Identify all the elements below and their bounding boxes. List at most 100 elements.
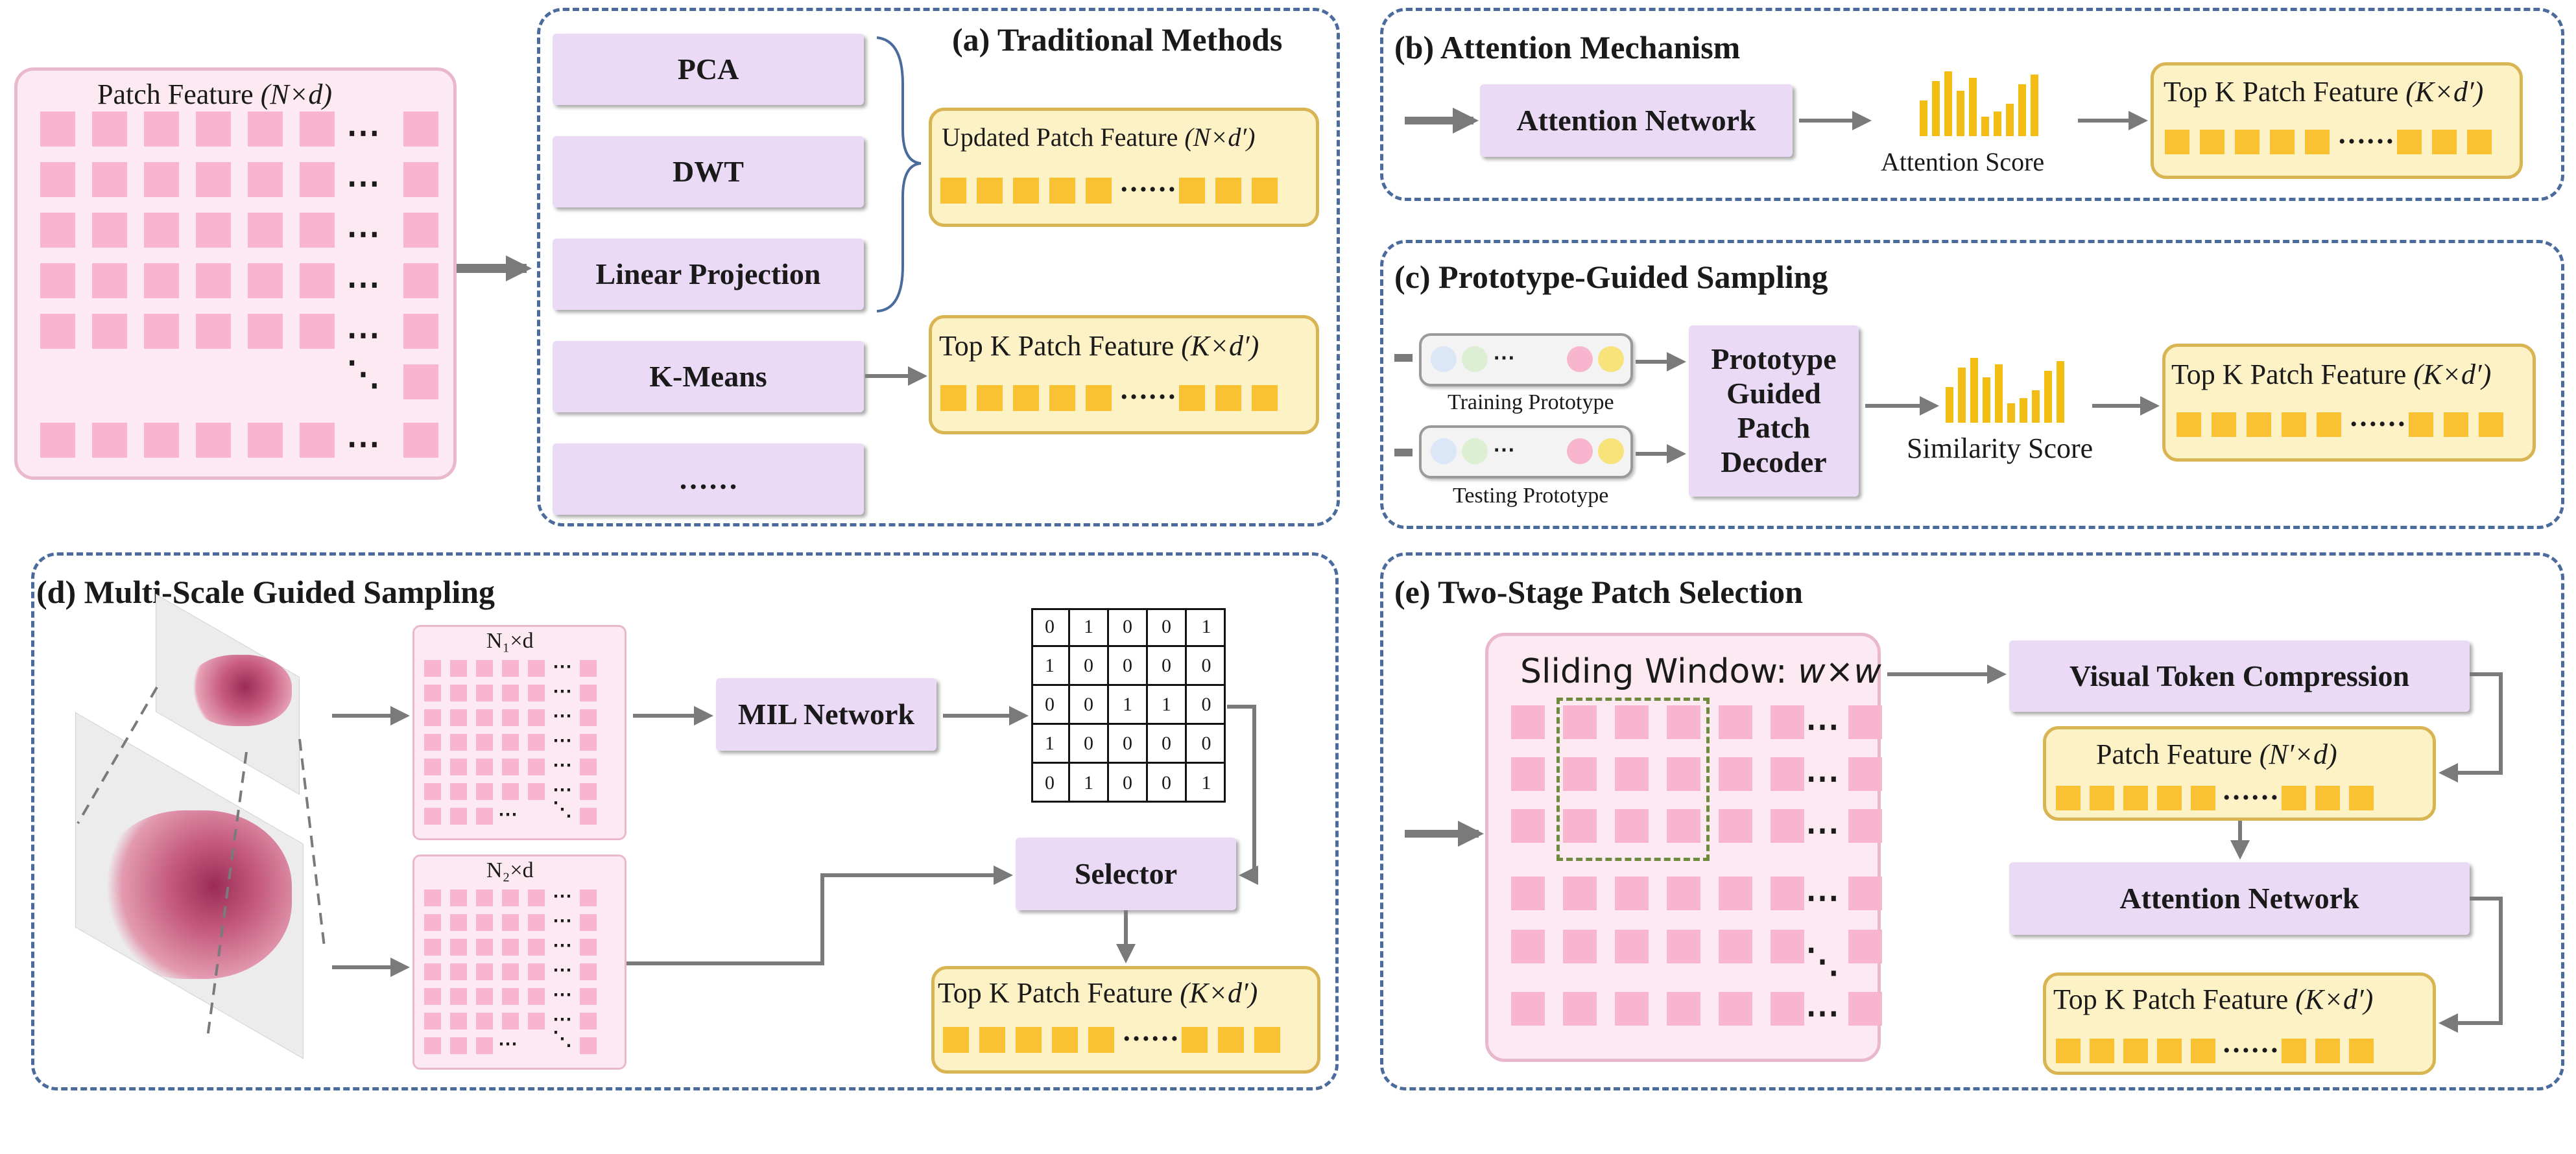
similarity-topk-dims: (K×d′) xyxy=(2413,359,2492,390)
patch-square xyxy=(1511,757,1545,791)
grid-ellipsis: ⋯ xyxy=(346,165,380,202)
prototype-circle xyxy=(1462,438,1488,464)
method-kmeans: K-Means xyxy=(553,341,864,412)
patch-square xyxy=(528,783,545,800)
feature-square xyxy=(1013,178,1039,204)
feature-square xyxy=(2176,412,2201,437)
attention-topk-title: Top K Patch Feature (K×d′) xyxy=(2164,78,2483,106)
feature-square xyxy=(2315,786,2340,810)
patch-square xyxy=(248,162,283,197)
patch-square xyxy=(1771,757,1804,791)
patch-square xyxy=(1848,705,1882,739)
panel-two-stage-patch-selection xyxy=(1380,552,2564,1090)
patch-square xyxy=(196,423,231,458)
patch-square xyxy=(528,759,545,775)
score-bar xyxy=(2007,403,2015,423)
patch-square xyxy=(580,1013,597,1030)
feature-square xyxy=(1016,1027,1042,1053)
patch-square xyxy=(476,988,493,1005)
feature-square xyxy=(2305,130,2330,154)
patch-square xyxy=(580,685,597,701)
score-bar xyxy=(2018,84,2026,136)
patch-square xyxy=(476,660,493,677)
patch-square xyxy=(248,112,283,147)
patch-square xyxy=(476,808,493,825)
feature-square xyxy=(1215,385,1241,411)
feature-ellipsis: …… xyxy=(2349,400,2406,432)
feature-ellipsis: …… xyxy=(1122,1015,1179,1047)
arrow-d-matrix-to-selector xyxy=(1227,705,1258,885)
patch-square xyxy=(476,783,493,800)
patch-square xyxy=(1719,992,1752,1026)
patch-square xyxy=(450,939,467,956)
updated-patch-feature xyxy=(929,108,1319,227)
matrix-cell: 0 xyxy=(1148,725,1187,764)
method-pca: PCA xyxy=(553,34,864,105)
patch-square xyxy=(1771,877,1804,910)
feature-square xyxy=(977,178,1003,204)
feature-square xyxy=(2200,130,2224,154)
patch-square xyxy=(502,660,519,677)
feature-square xyxy=(2315,1039,2340,1063)
matrix-cell: 0 xyxy=(1109,764,1148,803)
patch-square xyxy=(403,364,438,399)
feature-square xyxy=(2397,130,2422,154)
patch-square xyxy=(580,889,597,906)
patch-square xyxy=(144,263,179,298)
patch-square xyxy=(1563,992,1597,1026)
patch-square xyxy=(580,939,597,956)
patch-square xyxy=(300,162,335,197)
prototype-guided-patch-decoder: Prototype Guided Patch Decoder xyxy=(1689,325,1859,497)
patch-square xyxy=(403,213,438,248)
score-bar xyxy=(2006,104,2014,136)
patch-square xyxy=(92,314,127,349)
feature-square xyxy=(2123,1039,2148,1063)
feature-ellipsis: …… xyxy=(1119,373,1176,405)
patch-square xyxy=(424,889,441,906)
multiscale-topk-title: Top K Patch Feature (K×d′) xyxy=(938,979,1258,1007)
patch-square xyxy=(528,889,545,906)
patch-square xyxy=(144,423,179,458)
patch-square xyxy=(1848,992,1882,1026)
prototype-circle xyxy=(1567,438,1593,464)
feature-ellipsis: …… xyxy=(2337,117,2394,150)
panel-c-title: (c) Prototype-Guided Sampling xyxy=(1394,259,1828,295)
prototype-circle xyxy=(1431,438,1457,464)
patch-square xyxy=(450,660,467,677)
patch-square xyxy=(144,213,179,248)
patch-square xyxy=(1511,877,1545,910)
feature-square xyxy=(2317,412,2341,437)
score-bar xyxy=(1957,91,1964,136)
patch-feature-dims: (N×d) xyxy=(260,78,333,110)
slide-dash-1 xyxy=(77,686,158,825)
updated-patch-dims: (N×d′) xyxy=(1184,123,1256,152)
patch-square xyxy=(502,963,519,980)
sliding-window-highlight xyxy=(1556,698,1710,861)
prototype-circle xyxy=(1431,346,1457,372)
wsi-large-tissue xyxy=(97,810,292,979)
multiscale-topk-dims: (K×d′) xyxy=(1180,977,1258,1009)
grid-diag-dots: ⋱ xyxy=(553,799,572,820)
matrix-cell: 0 xyxy=(1148,608,1187,647)
two-stage-topk-dims: (K×d′) xyxy=(2295,983,2374,1015)
feature-square xyxy=(2349,1039,2374,1063)
grid-ellipsis: ⋯ xyxy=(553,656,572,677)
patch-square xyxy=(528,939,545,956)
patch-square xyxy=(40,112,75,147)
patch-square xyxy=(580,808,597,825)
scale2-dims: N₂×d xyxy=(486,858,534,882)
patch-square xyxy=(248,213,283,248)
score-bar xyxy=(2032,390,2040,423)
patch-square xyxy=(1563,757,1597,791)
patch-square xyxy=(1848,930,1882,963)
feature-ellipsis: …… xyxy=(1119,165,1176,198)
panel-a-title: (a) Traditional Methods xyxy=(952,21,1283,58)
patch-square xyxy=(502,1013,519,1030)
score-bar xyxy=(2057,361,2064,423)
grid-diag-dots: ⋱ xyxy=(553,1028,572,1050)
score-bar xyxy=(2031,75,2038,136)
grid-ellipsis: ⋯ xyxy=(553,960,572,981)
patch-square xyxy=(248,423,283,458)
patch-square xyxy=(40,263,75,298)
feature-square xyxy=(2479,412,2503,437)
